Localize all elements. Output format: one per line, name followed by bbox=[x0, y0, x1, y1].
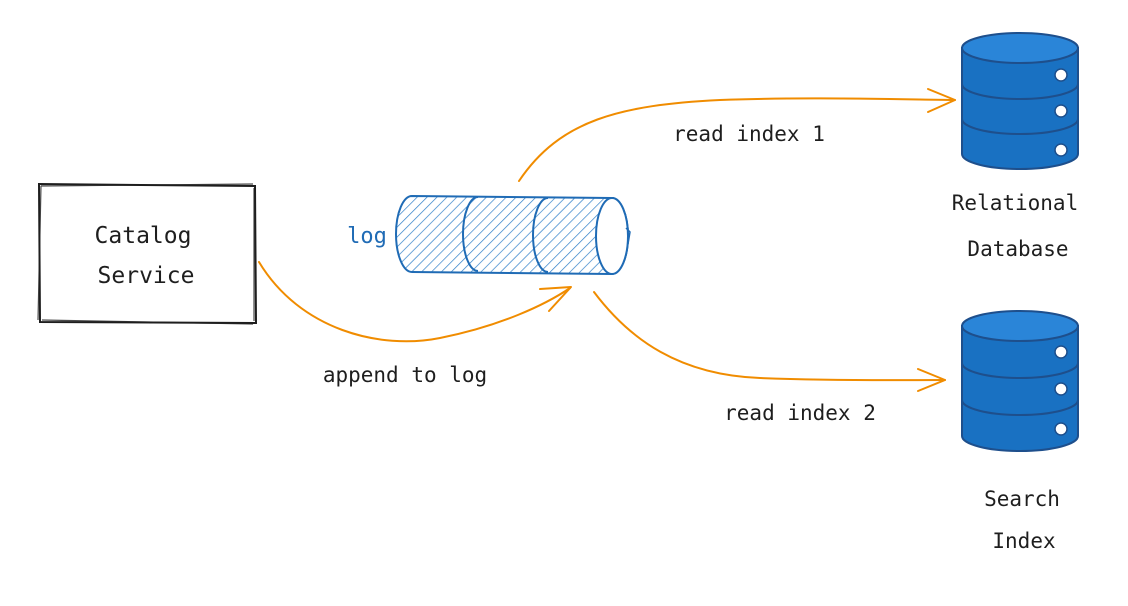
log-end-cap-mark bbox=[625, 227, 631, 245]
log-end-cap bbox=[595, 197, 629, 275]
append-arrowhead bbox=[539, 286, 572, 312]
search-index-light-3 bbox=[1054, 422, 1068, 436]
relational-database-node[interactable]: Relational Database bbox=[952, 32, 1079, 261]
log-label: log bbox=[347, 224, 387, 249]
catalog-service-box bbox=[37, 182, 258, 325]
relational-database-light-3 bbox=[1054, 143, 1068, 157]
relational-database-band-1 bbox=[961, 83, 1079, 100]
search-index-band-1 bbox=[961, 362, 1079, 379]
log-segment-1 bbox=[462, 196, 479, 272]
log-node[interactable]: log bbox=[347, 194, 631, 276]
search-index-label-line1: Search bbox=[984, 487, 1060, 511]
read2-arrowhead bbox=[917, 368, 946, 392]
search-index-top bbox=[961, 310, 1079, 342]
append-label: append to log bbox=[323, 363, 487, 387]
read1-label: read index 1 bbox=[673, 122, 825, 146]
read2-edge[interactable]: read index 2 bbox=[593, 291, 946, 425]
log-segment-2 bbox=[532, 197, 549, 273]
search-index-light-2 bbox=[1054, 382, 1068, 396]
relational-database-label-line1: Relational bbox=[952, 191, 1078, 215]
read1-arrow-line bbox=[518, 97, 956, 182]
catalog-service-box-sketch bbox=[37, 183, 255, 325]
search-index-band-2 bbox=[961, 399, 1079, 416]
read2-label: read index 2 bbox=[724, 401, 876, 425]
search-index-light-1 bbox=[1054, 345, 1068, 359]
relational-database-label-line2: Database bbox=[967, 237, 1068, 261]
search-index-node[interactable]: Search Index bbox=[961, 310, 1079, 553]
relational-database-body bbox=[961, 47, 1079, 170]
search-index-body bbox=[961, 325, 1079, 452]
relational-database-light-1 bbox=[1054, 68, 1068, 82]
catalog-service-label-line2: Service bbox=[98, 263, 195, 289]
read2-arrow-line bbox=[593, 291, 946, 382]
relational-database-top bbox=[961, 32, 1079, 64]
relational-database-band-2 bbox=[961, 118, 1079, 135]
catalog-service-node[interactable]: Catalog Service bbox=[37, 182, 258, 325]
log-body-hatch bbox=[396, 196, 628, 274]
relational-database-light-2 bbox=[1054, 104, 1068, 118]
search-index-label-line2: Index bbox=[992, 529, 1055, 553]
append-arrow-line bbox=[258, 261, 571, 343]
read1-edge[interactable]: read index 1 bbox=[518, 88, 956, 182]
read1-arrowhead bbox=[927, 88, 956, 113]
catalog-service-label-line1: Catalog bbox=[95, 223, 192, 249]
append-edge[interactable]: append to log bbox=[258, 261, 572, 387]
